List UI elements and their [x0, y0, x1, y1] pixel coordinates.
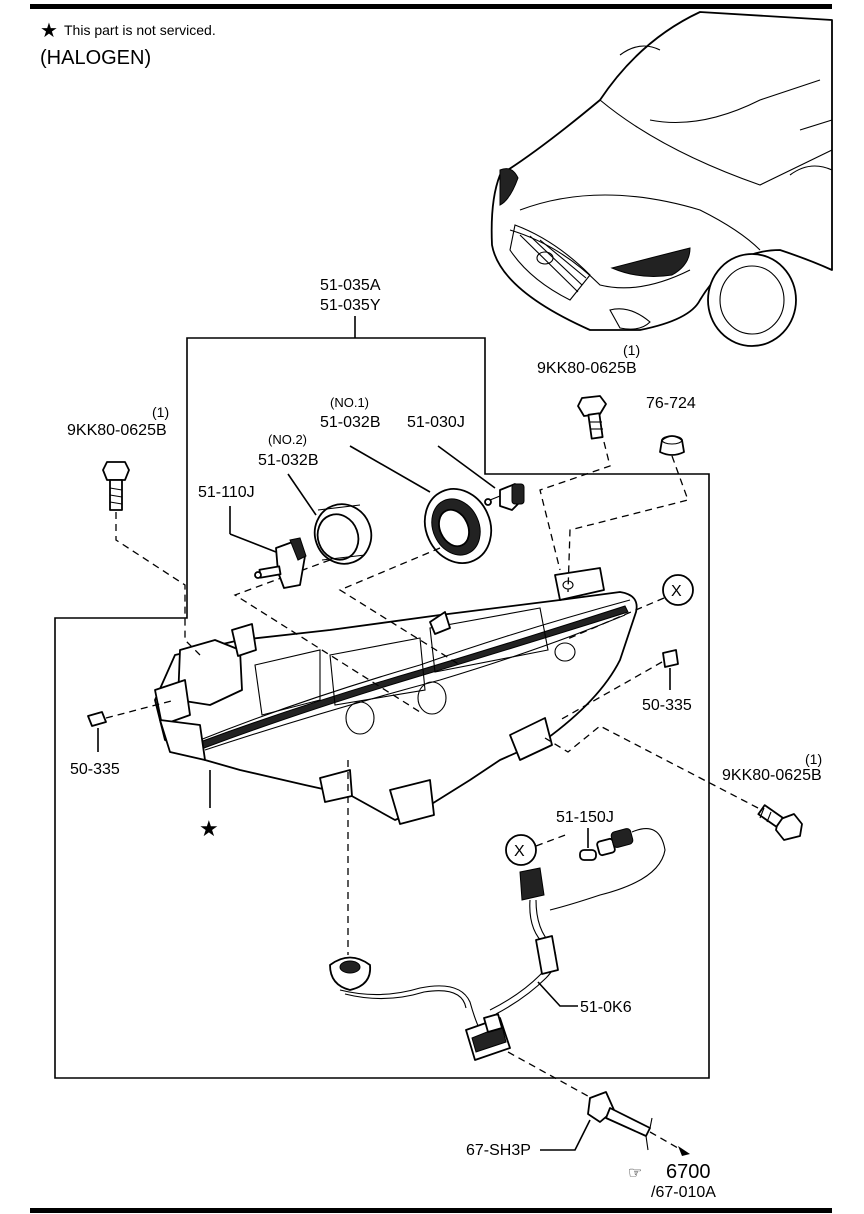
bottom-rule	[30, 1208, 832, 1213]
label-cap-no1: 51-032B	[320, 414, 381, 431]
label-cap-no2: 51-032B	[258, 452, 319, 469]
label-bolt-right-qty: (1)	[805, 751, 822, 767]
label-clip-left: 50-335	[70, 761, 120, 778]
label-cap-no1-tag: (NO.1)	[330, 395, 369, 410]
wedge-bulb	[549, 828, 666, 911]
bolt-top	[577, 395, 607, 440]
bulb-socket	[484, 483, 525, 511]
label-assy-a: 51-035A	[320, 277, 381, 294]
ref-book-icon: ☞	[628, 1165, 642, 1182]
label-grommet: 76-724	[646, 395, 696, 412]
clip-right	[662, 649, 679, 668]
label-bulb-socket: 51-030J	[407, 414, 465, 431]
label-bolt-top-qty: (1)	[623, 342, 640, 358]
cap-no2	[313, 503, 373, 565]
label-ref-sub: /67-010A	[651, 1184, 716, 1201]
label-adjuster: 51-110J	[198, 484, 255, 501]
headlamp-housing	[154, 567, 638, 825]
leveling-adjuster	[254, 537, 307, 589]
label-bolt-top: 9KK80-0625B	[537, 360, 637, 377]
label-clip-right: 50-335	[642, 697, 692, 714]
header-note: This part is not serviced.	[64, 22, 216, 38]
clip-left	[87, 711, 107, 727]
header-variant: (HALOGEN)	[40, 47, 151, 69]
cap-no1	[423, 488, 493, 564]
top-rule	[30, 4, 832, 9]
assembly-outline	[54, 337, 710, 1079]
label-connector: 67-SH3P	[466, 1142, 531, 1159]
connector	[587, 1091, 653, 1151]
header-star-icon: ★	[40, 20, 58, 42]
unserviced-star-icon: ★	[199, 816, 219, 841]
wiring-harness	[329, 867, 559, 1061]
label-bolt-right: 9KK80-0625B	[722, 767, 822, 784]
grommet	[659, 435, 685, 456]
label-cap-no2-tag: (NO.2)	[268, 432, 307, 447]
label-bulb: 51-150J	[556, 809, 614, 826]
bolt-right	[757, 804, 803, 841]
ref-x-bottom: X	[514, 843, 525, 860]
label-harness: 51-0K6	[580, 999, 632, 1016]
arrow-head	[678, 1146, 690, 1156]
label-assy-y: 51-035Y	[320, 297, 381, 314]
label-bolt-left-qty: (1)	[152, 404, 169, 420]
ref-x-bottom-circle	[505, 834, 537, 866]
label-ref-page: 6700	[666, 1161, 711, 1183]
car-illustration	[490, 11, 833, 347]
ref-x-top-circle	[662, 574, 694, 606]
bolt-left	[102, 461, 130, 511]
label-bolt-left: 9KK80-0625B	[67, 422, 167, 439]
ref-x-top: X	[671, 583, 682, 600]
